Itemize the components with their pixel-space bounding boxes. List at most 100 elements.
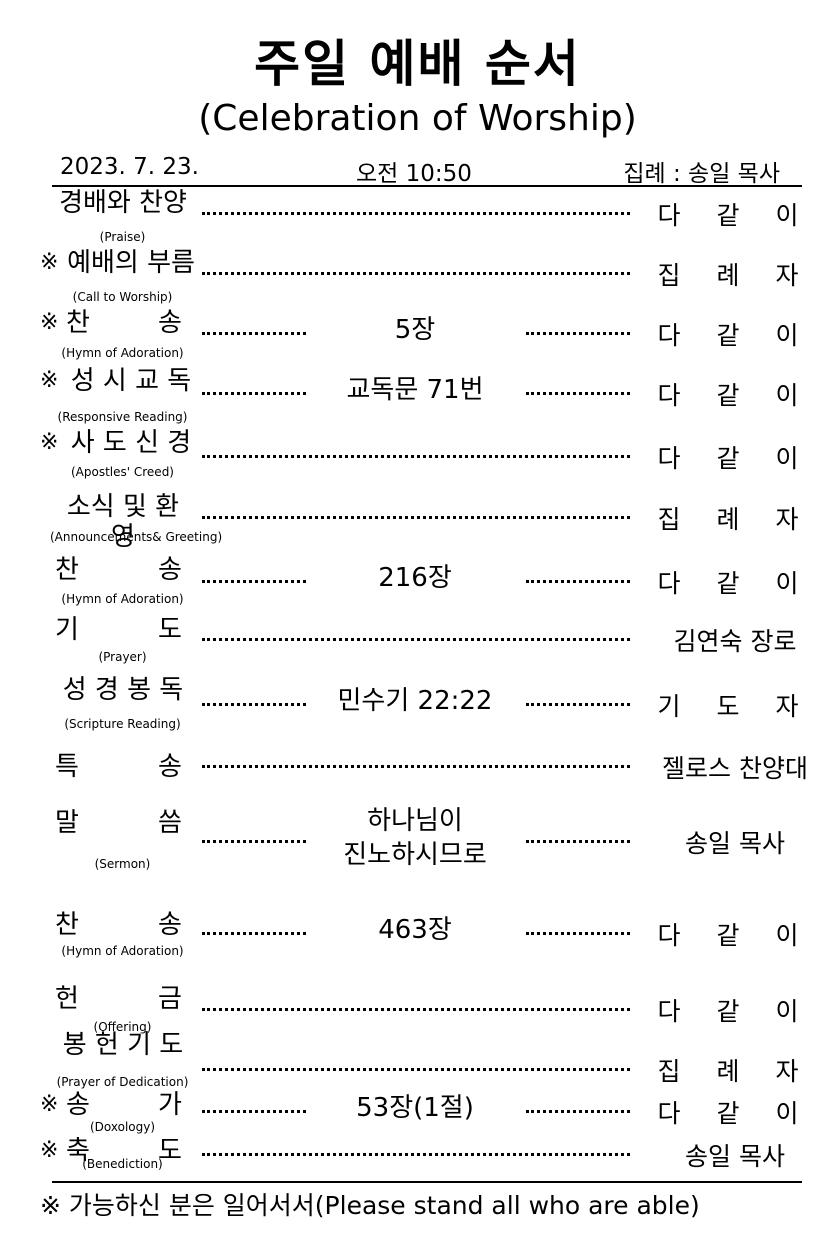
item-title-en: (Call to Worship): [72, 290, 173, 304]
item-title-ko-last: 가: [158, 1090, 182, 1120]
item-detail-block: 216장: [310, 561, 520, 595]
item-title-en: (Praise): [99, 230, 146, 244]
dotted-leader: [202, 638, 630, 641]
top-divider: [52, 185, 802, 187]
item-title-en: (Doxology): [89, 1120, 156, 1134]
item-title-ko-first: 축: [66, 1136, 90, 1166]
item-title-ko-last: 도: [158, 615, 182, 645]
item-performer: 다 같 이: [657, 921, 813, 950]
item-detail-block: 민수기 22:22: [310, 684, 520, 718]
dotted-leader: [202, 765, 630, 768]
item-title-ko-first: 특: [55, 752, 79, 782]
dotted-leader: [202, 932, 306, 935]
item-title-ko-first: 찬: [55, 910, 79, 940]
item-title-ko-first: 헌: [55, 984, 79, 1014]
dotted-leader: [202, 272, 630, 275]
item-title-en: (Sermon): [94, 857, 151, 871]
item-detail: 53장(1절): [356, 1093, 474, 1123]
standing-mark: ※: [40, 310, 59, 335]
item-detail: 하나님이: [367, 806, 463, 836]
item-title-ko: 성 시 교 독: [70, 366, 192, 396]
dotted-leader: [526, 580, 630, 583]
item-title-ko-last: 송: [158, 910, 182, 940]
service-leader: 집례 : 송일 목사: [623, 161, 780, 187]
item-title-en: (Offering): [93, 1020, 152, 1034]
service-date: 2023. 7. 23.: [60, 154, 199, 180]
item-title-ko-last: 송: [158, 752, 182, 782]
item-detail: 5장: [394, 315, 436, 345]
item-performer: 기 도 자: [657, 692, 813, 721]
item-title-en: (Prayer of Dedication): [56, 1075, 189, 1089]
item-title-ko: 경배와 찬양: [59, 188, 187, 218]
dotted-leader: [526, 332, 630, 335]
dotted-leader: [526, 932, 630, 935]
item-detail-block: 5장: [310, 313, 520, 347]
item-detail: 민수기 22:22: [337, 686, 493, 716]
item-title-ko: 소식 및 환영: [66, 492, 180, 552]
dotted-leader: [526, 840, 630, 843]
item-title-en: (Prayer): [98, 650, 147, 664]
item-title-ko-last: 씀: [158, 808, 182, 838]
item-performer: 다 같 이: [657, 997, 813, 1026]
item-performer: 다 같 이: [657, 321, 813, 350]
dotted-leader: [202, 840, 306, 843]
item-title-ko-first: 기: [55, 615, 79, 645]
dotted-leader: [202, 703, 306, 706]
dotted-leader: [202, 392, 306, 395]
item-performer: 다 같 이: [657, 1099, 813, 1128]
item-detail-line2: 진노하시므로: [343, 840, 487, 870]
dotted-leader: [202, 332, 306, 335]
dotted-leader: [202, 1008, 630, 1011]
item-title-ko-first: 찬: [55, 555, 79, 585]
item-title-en: (Benediction): [82, 1157, 163, 1171]
item-title-en: (Hymn of Adoration): [61, 592, 184, 606]
item-title-en: (Hymn of Adoration): [61, 346, 184, 360]
item-performer: 집 례 자: [657, 261, 813, 290]
item-title-ko-last: 송: [158, 555, 182, 585]
item-title-ko-last: 송: [158, 308, 182, 338]
standing-note: ※ 가능하신 분은 일어서서(Please stand all who are …: [40, 1191, 700, 1220]
item-title-ko: 봉 헌 기 도: [62, 1030, 184, 1060]
standing-mark: ※: [40, 250, 59, 275]
item-performer: 집 례 자: [657, 505, 813, 534]
dotted-leader: [202, 212, 630, 215]
item-performer: 송일 목사: [685, 1142, 785, 1171]
item-performer: 젤로스 찬양대: [662, 754, 808, 783]
dotted-leader: [202, 1068, 630, 1071]
item-title-en: (Scripture Reading): [64, 717, 181, 731]
item-detail-block: 교독문 71번: [310, 373, 520, 407]
standing-mark: ※: [40, 430, 59, 455]
item-performer: 다 같 이: [657, 569, 813, 598]
item-performer: 집 례 자: [657, 1057, 813, 1086]
item-performer: 다 같 이: [657, 201, 813, 230]
item-performer: 김연숙 장로: [673, 627, 797, 656]
dotted-leader: [202, 455, 630, 458]
item-title-ko-first: 송: [66, 1090, 90, 1120]
item-title-en: (Responsive Reading): [57, 410, 188, 424]
item-title-ko-last: 도: [158, 1136, 182, 1166]
standing-mark: ※: [40, 368, 59, 393]
bottom-divider: [52, 1181, 802, 1183]
dotted-leader: [202, 580, 306, 583]
item-performer: 다 같 이: [657, 444, 813, 473]
standing-mark: ※: [40, 1092, 59, 1117]
item-title-ko: 성 경 봉 독: [62, 675, 184, 705]
item-title-en: (Apostles' Creed): [70, 465, 174, 479]
standing-mark: ※: [40, 1138, 59, 1163]
item-title-en: (Hymn of Adoration): [61, 944, 184, 958]
page-title: 주일 예배 순서: [254, 35, 581, 93]
item-title-ko-last: 금: [158, 984, 182, 1014]
dotted-leader: [526, 703, 630, 706]
service-time: 오전 10:50: [356, 161, 472, 187]
dotted-leader: [202, 1153, 630, 1156]
page-subtitle: (Celebration of Worship): [198, 98, 637, 139]
dotted-leader: [202, 516, 630, 519]
item-title-ko: 사 도 신 경: [70, 428, 192, 458]
dotted-leader: [526, 392, 630, 395]
item-performer: 다 같 이: [657, 381, 813, 410]
item-detail: 463장: [378, 915, 452, 945]
dotted-leader: [526, 1110, 630, 1113]
item-performer: 송일 목사: [685, 829, 785, 858]
